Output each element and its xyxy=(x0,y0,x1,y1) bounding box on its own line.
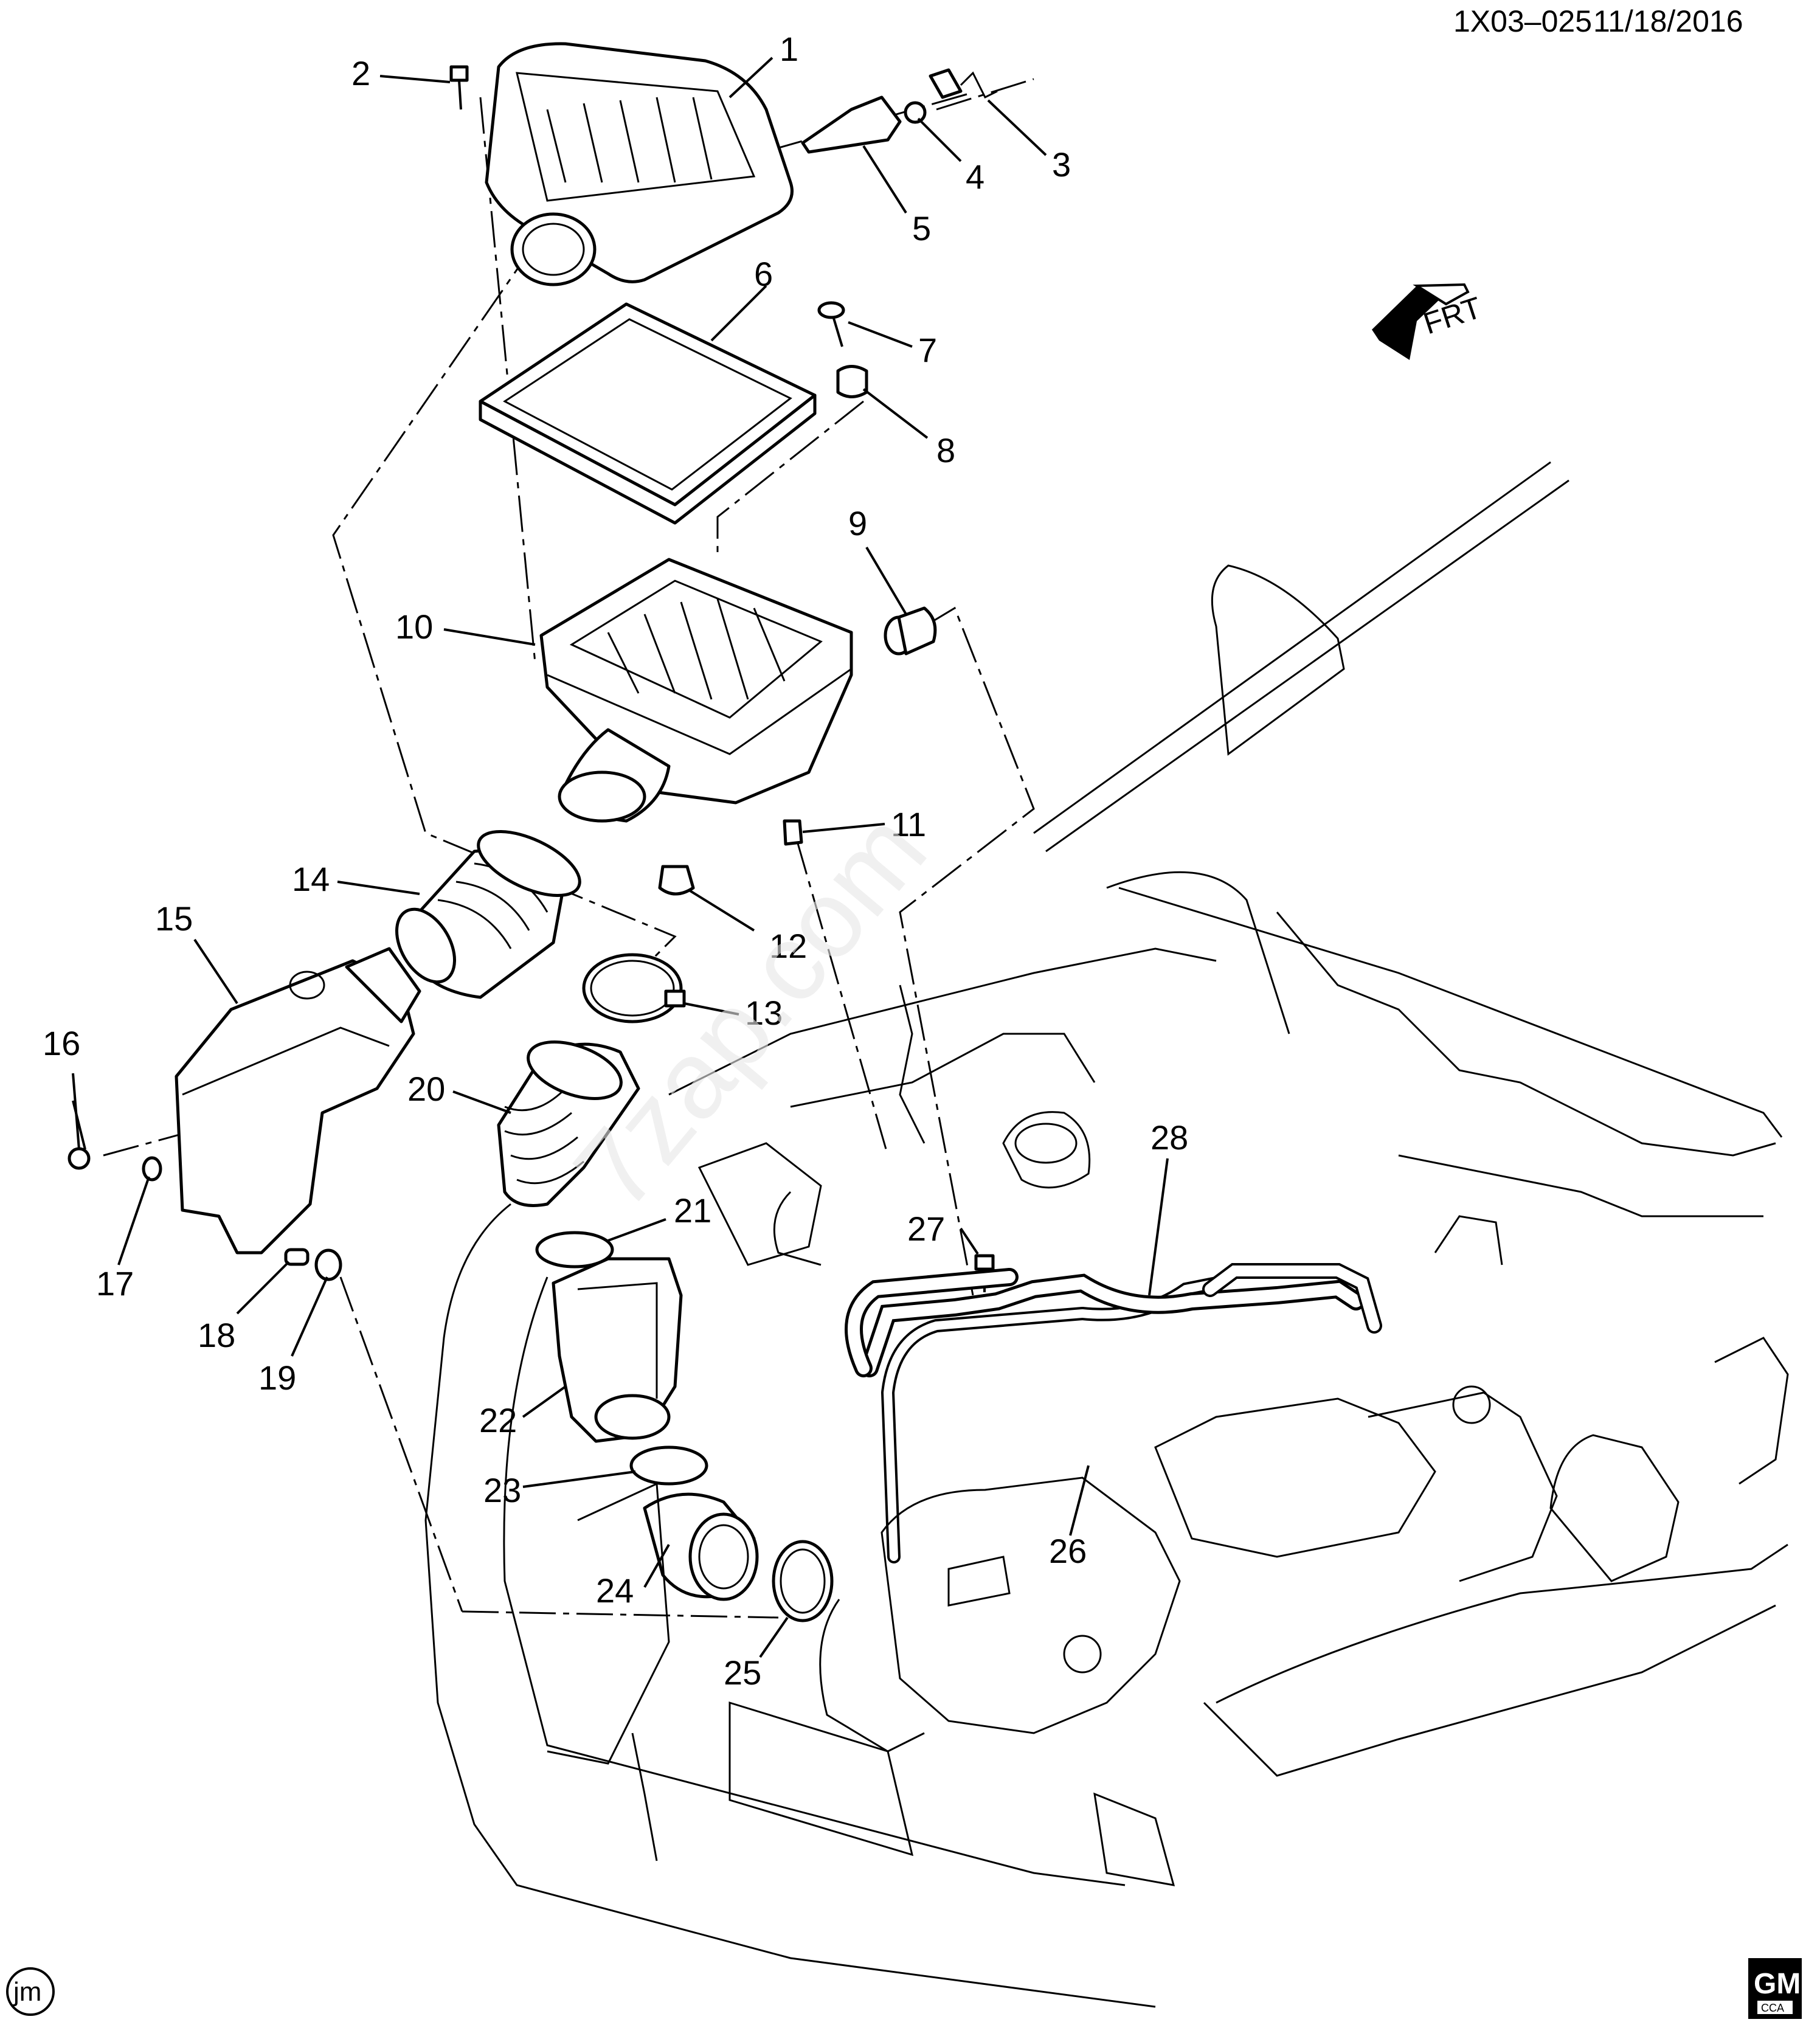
callout-24: 24 xyxy=(596,1571,634,1610)
callout-19: 19 xyxy=(258,1359,296,1397)
callout-10: 10 xyxy=(395,608,433,646)
engine-bay-background xyxy=(424,461,1789,2008)
air-cleaner-upper-cover xyxy=(485,42,794,286)
pcv-tube xyxy=(881,1276,1223,1563)
bolt-7 xyxy=(817,301,845,347)
harness-bracket xyxy=(801,95,902,154)
callout-27: 27 xyxy=(907,1210,945,1248)
callout-1: 1 xyxy=(780,30,798,68)
air-cleaner-lower-housing xyxy=(539,558,853,823)
mass-airflow-sensor-harness xyxy=(929,68,998,99)
inlet-pipe xyxy=(643,1492,759,1601)
gm-logo-text: GM xyxy=(1754,1968,1801,2000)
callout-21: 21 xyxy=(674,1191,711,1230)
callout-2: 2 xyxy=(351,54,370,92)
callout-3: 3 xyxy=(1052,145,1071,184)
callout-11: 11 xyxy=(891,805,926,843)
callout-7: 7 xyxy=(918,331,937,369)
callout-4: 4 xyxy=(966,158,984,196)
front-direction-arrow-icon: FRT xyxy=(1372,283,1486,360)
callout-25: 25 xyxy=(724,1653,761,1692)
grommet-8 xyxy=(836,365,868,398)
bolt-2 xyxy=(449,65,469,110)
cca-text: CCA xyxy=(1761,2002,1784,2014)
callout-23: 23 xyxy=(483,1471,521,1509)
callout-26: 26 xyxy=(1049,1532,1087,1570)
insulator-9 xyxy=(884,606,937,656)
callout-14: 14 xyxy=(292,860,330,898)
clamp-25 xyxy=(772,1540,834,1622)
callout-22: 22 xyxy=(479,1401,517,1439)
callout-6: 6 xyxy=(754,255,773,293)
callout-12: 12 xyxy=(769,927,807,965)
callout-9: 9 xyxy=(848,504,867,542)
intake-duct xyxy=(497,1040,640,1207)
callout-13: 13 xyxy=(745,994,783,1032)
gm-logo-icon: GM CCA xyxy=(1748,1958,1802,2019)
callout-20: 20 xyxy=(407,1070,445,1108)
air-filter-element xyxy=(479,302,817,525)
insulator-12 xyxy=(658,865,695,896)
insulator-18 xyxy=(284,1248,310,1266)
callout-18: 18 xyxy=(198,1316,235,1354)
diagram-code: 1X03–025 xyxy=(1453,4,1592,38)
turbo-inlet-duct xyxy=(552,1257,683,1443)
clamp-13 xyxy=(582,953,686,1023)
callout-15: 15 xyxy=(155,899,193,938)
callout-17: 17 xyxy=(96,1264,134,1303)
resonator xyxy=(175,947,421,1255)
nut-17 xyxy=(142,1156,162,1182)
callout-16: 16 xyxy=(43,1024,80,1062)
pcv-hose xyxy=(845,1263,1382,1377)
initials-text: jm xyxy=(12,1977,41,2007)
callout-8: 8 xyxy=(936,431,955,469)
artist-initials-mark: jm xyxy=(6,1967,55,2016)
clamp-23 xyxy=(629,1445,708,1486)
callout-28: 28 xyxy=(1150,1118,1188,1157)
callout-leaders xyxy=(72,57,1169,1658)
diagram-date: 11/18/2016 xyxy=(1593,4,1743,38)
callout-5: 5 xyxy=(912,209,931,248)
outlet-duct xyxy=(395,829,581,999)
retainer-11 xyxy=(783,819,803,846)
grommet-4 xyxy=(904,101,927,124)
grommet-19 xyxy=(314,1248,342,1281)
clamp-21 xyxy=(535,1231,614,1269)
callout-labels: 1 2 3 4 5 6 7 8 9 10 11 12 13 14 15 16 1… xyxy=(43,30,1188,1692)
